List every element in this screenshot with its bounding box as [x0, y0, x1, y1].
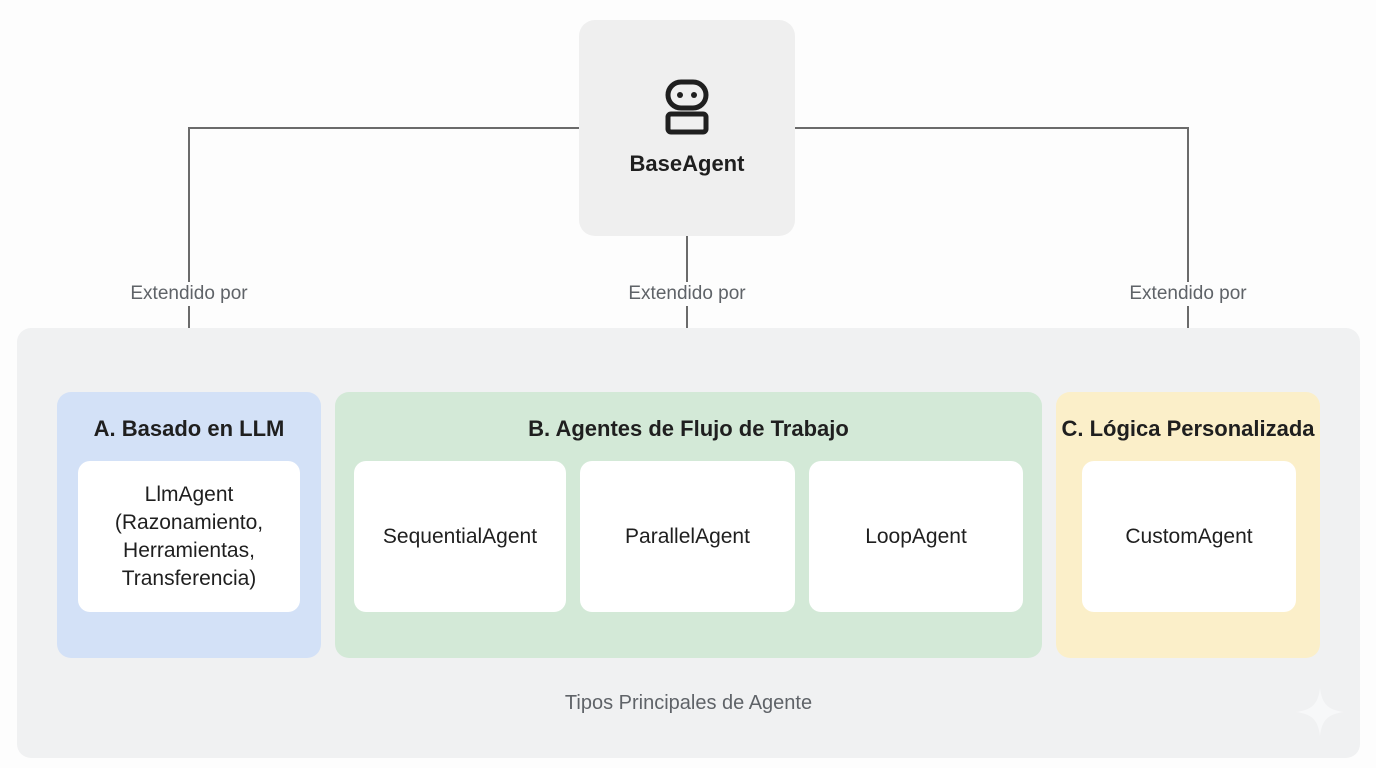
group-custom-logic: C. Lógica Personalizada CustomAgent [1056, 392, 1320, 658]
connector-vertical-left [188, 127, 190, 377]
edge-label-left: Extendido por [126, 282, 252, 306]
connector-horizontal-right [795, 127, 1189, 129]
group-llm-based-title: A. Basado en LLM [93, 416, 285, 441]
card-parallel-agent[interactable]: ParallelAgent [580, 461, 795, 612]
group-custom-logic-title: C. Lógica Personalizada [1061, 416, 1315, 441]
connector-vertical-right [1187, 127, 1189, 377]
connector-horizontal-left [188, 127, 579, 129]
base-agent-node[interactable]: BaseAgent [579, 20, 795, 236]
edge-label-right: Extendido por [1125, 282, 1251, 306]
group-workflow-agents-title: B. Agentes de Flujo de Trabajo [528, 416, 849, 441]
card-loop-agent[interactable]: LoopAgent [809, 461, 1023, 612]
connector-vertical-center [686, 236, 688, 377]
edge-label-center: Extendido por [624, 282, 750, 306]
group-llm-based: A. Basado en LLM LlmAgent (Razonamiento,… [57, 392, 321, 658]
card-custom-agent[interactable]: CustomAgent [1082, 461, 1296, 612]
card-sequential-agent[interactable]: SequentialAgent [354, 461, 566, 612]
group-workflow-agents: B. Agentes de Flujo de Trabajo Sequentia… [335, 392, 1042, 658]
base-agent-title: BaseAgent [629, 151, 745, 176]
card-llm-agent[interactable]: LlmAgent (Razonamiento, Herramientas, Tr… [78, 461, 300, 612]
robot-icon [665, 79, 709, 135]
sparkle-icon [1296, 688, 1344, 736]
container-caption: Tipos Principales de Agente [564, 692, 813, 714]
